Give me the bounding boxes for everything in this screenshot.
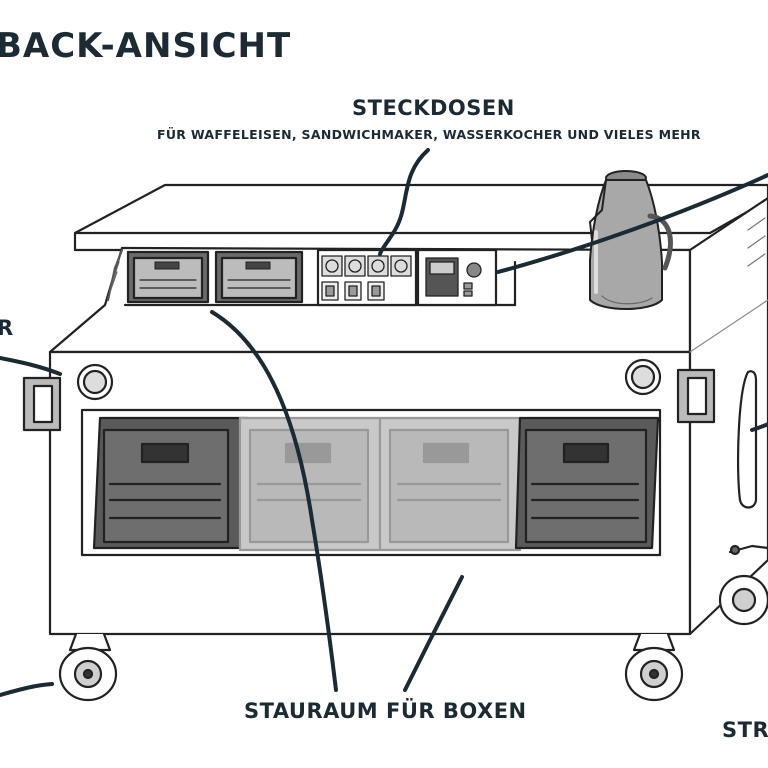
storage-box-3 — [378, 416, 522, 552]
leader-line-sockets — [378, 148, 430, 256]
control-panel-icon — [425, 257, 482, 297]
wheel-side — [718, 574, 768, 626]
leader-line-control — [496, 173, 768, 274]
handle-left — [22, 376, 62, 432]
leader-line-shelf-box — [210, 310, 338, 692]
wheel-front-right — [624, 632, 684, 702]
socket-icon — [321, 255, 412, 301]
shelf-box-2 — [214, 250, 304, 304]
shelf-box-1 — [126, 250, 210, 304]
storage-box-4 — [514, 416, 660, 550]
storage-label: STAURAUM FÜR BOXEN — [244, 699, 527, 723]
leader-line-right-handle — [750, 422, 768, 432]
leader-lines — [0, 148, 768, 697]
side-bar-handle — [736, 370, 758, 509]
power-plug-icon — [728, 544, 768, 556]
kettle-icon — [589, 170, 673, 310]
sockets-heading: STECKDOSEN — [352, 96, 515, 120]
lamp-left — [76, 363, 114, 401]
storage-box-1 — [92, 416, 250, 550]
left-label-partial: R — [0, 316, 14, 340]
leader-line-left-lamp — [0, 356, 62, 376]
sockets-description: FÜR WAFFELEISEN, SANDWICHMAKER, WASSERKO… — [157, 127, 701, 142]
handle-right — [676, 368, 716, 424]
leader-line-storage — [403, 575, 464, 692]
storage-box-2 — [238, 416, 382, 552]
leader-line-left-wheel — [0, 682, 54, 697]
socket-panel — [316, 248, 498, 307]
power-label-partial: STRO — [722, 718, 768, 742]
wheel-front-left — [58, 632, 118, 702]
lamp-right — [624, 358, 662, 396]
page-title: BACK-ANSICHT — [0, 26, 292, 66]
